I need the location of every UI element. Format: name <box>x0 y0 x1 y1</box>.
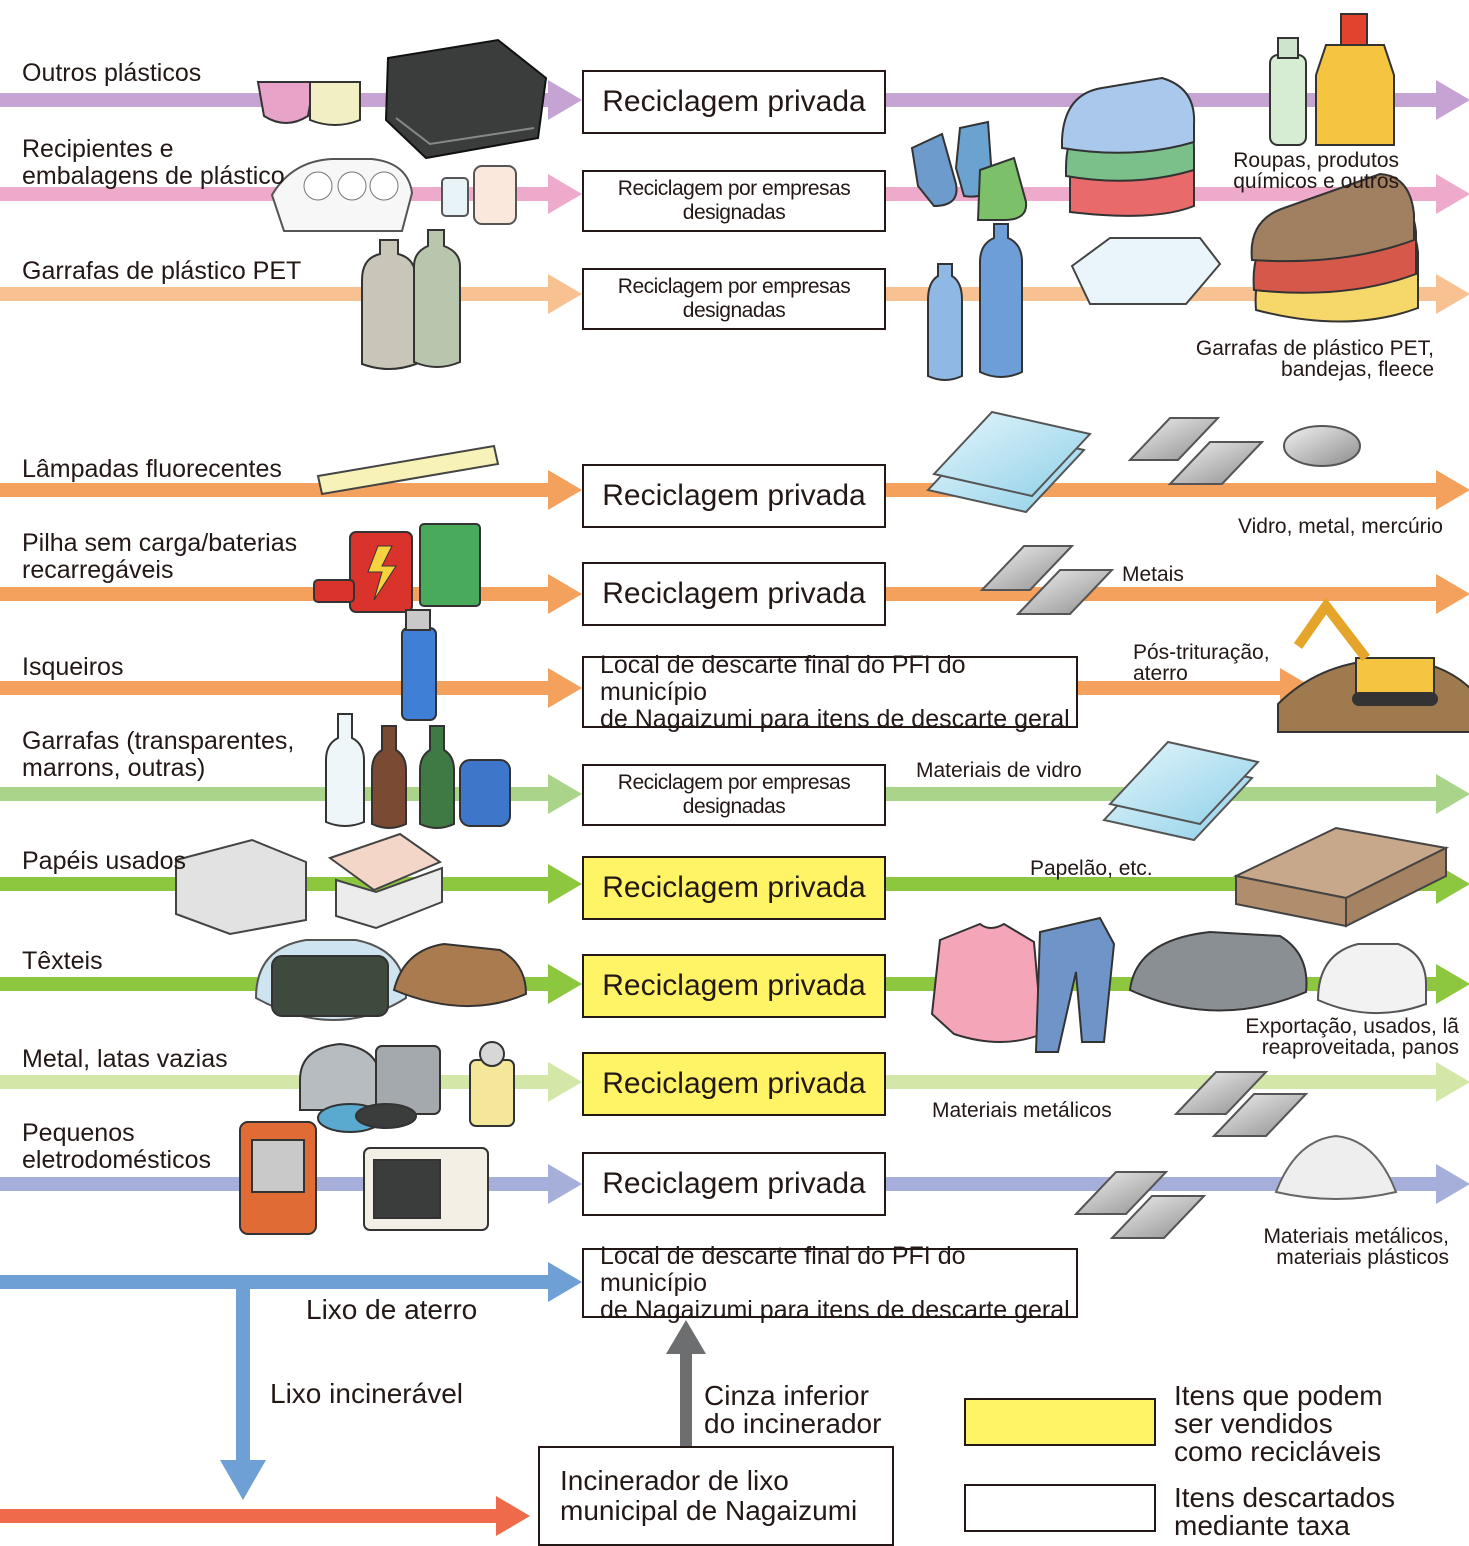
heater-icon <box>239 1121 317 1235</box>
category-label: Lâmpadas fluorecentes <box>22 455 282 483</box>
process-box: Reciclagem privada <box>582 856 886 920</box>
landfill-arrow <box>0 1262 582 1302</box>
output-label: Pós-trituração, aterro <box>1133 641 1270 685</box>
metal-ingots-icon-2 <box>979 545 1115 615</box>
flow-arrow-in <box>0 774 582 814</box>
legend-swatch-sellable <box>964 1398 1156 1446</box>
output-label: Materiais metálicos, materiais plásticos <box>1263 1225 1449 1269</box>
output-label: Materiais de vidro <box>916 759 1082 782</box>
egg-carton-icon <box>270 158 414 232</box>
folded-textile-icon <box>392 942 528 1007</box>
incineration-arrow <box>0 1496 530 1536</box>
folded-clothes-icon <box>1061 76 1196 217</box>
metal-ingots-icon <box>1127 417 1265 485</box>
water-bottles-icon <box>927 223 1023 381</box>
microwave-icon <box>363 1147 489 1231</box>
category-label: Pilha sem carga/baterias recarregáveis <box>22 529 298 584</box>
category-label: Pequenos eletrodomésticos <box>22 1119 211 1174</box>
fluorescent-tube-icon <box>316 444 500 496</box>
category-label: Garrafas (transparentes, marrons, outras… <box>22 727 295 782</box>
legend-label-fee: Itens descartados mediante taxa <box>1174 1482 1396 1541</box>
process-box: Reciclagem privada <box>582 562 886 626</box>
process-box: Local de descarte final do PFI do municí… <box>582 651 1078 732</box>
storage-box-icon <box>384 38 548 160</box>
glass-sheets-icon-2 <box>1102 740 1260 842</box>
output-label: Materiais metálicos <box>932 1099 1112 1122</box>
category-label: Outros plásticos <box>22 59 202 87</box>
legend-label-sellable: Itens que podem ser vendidos como recicl… <box>1174 1380 1383 1467</box>
plastic-pellets-icon <box>1274 1134 1398 1200</box>
process-box: Reciclagem privada <box>582 954 886 1018</box>
output-label: Garrafas de plástico PET, bandejas, flee… <box>1195 337 1434 381</box>
landfill-destination-box: Local de descarte final do PFI do municí… <box>582 1242 1078 1323</box>
pet-bottles-icon <box>361 229 461 370</box>
category-label: Têxteis <box>22 947 103 975</box>
can-icon <box>469 1041 515 1127</box>
newspapers-icon <box>175 832 443 936</box>
landfill-label: Lixo de aterro <box>306 1294 478 1325</box>
glass-bottles-icon <box>325 713 511 829</box>
process-box: Reciclagem privada <box>582 1052 886 1116</box>
wool-icon <box>1128 930 1308 1012</box>
output-label: Roupas, produtos químicos e outros <box>1233 149 1399 193</box>
fleece-icon <box>1250 172 1419 323</box>
metal-ingots-icon-4 <box>1073 1171 1207 1239</box>
process-box: Reciclagem privada <box>582 1152 886 1216</box>
textile-bag-icon <box>254 939 408 1021</box>
ash-label: Cinza inferior do incinerador <box>704 1380 882 1439</box>
output-label: Metais <box>1122 563 1184 586</box>
cups-icon <box>256 81 361 126</box>
ash-up-arrow <box>666 1320 706 1448</box>
jeans-icon <box>1034 916 1116 1053</box>
process-box: Reciclagem por empresas designadas <box>582 764 886 826</box>
pots-and-pans-icon <box>299 1042 441 1133</box>
process-box: Reciclagem privada <box>582 70 886 134</box>
output-label: Papelão, etc. <box>1030 857 1153 880</box>
output-label: Exportação, usados, lã reaproveitada, pa… <box>1245 1015 1459 1059</box>
incineration-label: Lixo incinerável <box>270 1378 463 1409</box>
process-box: Reciclagem por empresas designadas <box>582 170 886 232</box>
category-label: Garrafas de plástico PET <box>22 257 302 285</box>
tray-icon <box>1070 237 1222 305</box>
glass-sheets-icon <box>926 410 1092 514</box>
incinerator-box: Incinerador de lixo municipal de Nagaizu… <box>538 1446 894 1546</box>
lighter-icon <box>401 609 437 721</box>
detergent-bottles-icon <box>1269 13 1395 146</box>
category-label: Papéis usados <box>22 847 187 875</box>
category-label: Recipientes e embalagens de plástico <box>22 135 285 190</box>
mercury-disc-icon <box>1283 425 1361 467</box>
socks-icon <box>910 120 1028 221</box>
metal-ingots-icon-3 <box>1173 1071 1309 1137</box>
cardboard-stack-icon <box>1232 826 1450 928</box>
process-box: Reciclagem privada <box>582 464 886 528</box>
process-box: Reciclagem por empresas designadas <box>582 268 886 330</box>
category-label: Isqueiros <box>22 653 124 681</box>
excavator-icon <box>1277 597 1469 733</box>
output-label: Vidro, metal, mercúrio <box>1237 515 1443 538</box>
legend-swatch-fee <box>964 1484 1156 1532</box>
incineration-down-arrow <box>220 1282 266 1500</box>
sweater-icon <box>930 922 1044 1043</box>
flow-arrow-in <box>0 470 582 510</box>
category-label: Metal, latas vazias <box>22 1045 228 1073</box>
batteries-icon <box>313 523 481 613</box>
flow-arrow-out <box>886 1062 1469 1102</box>
small-jars-icon <box>441 165 517 225</box>
towels-icon <box>1316 943 1427 1015</box>
